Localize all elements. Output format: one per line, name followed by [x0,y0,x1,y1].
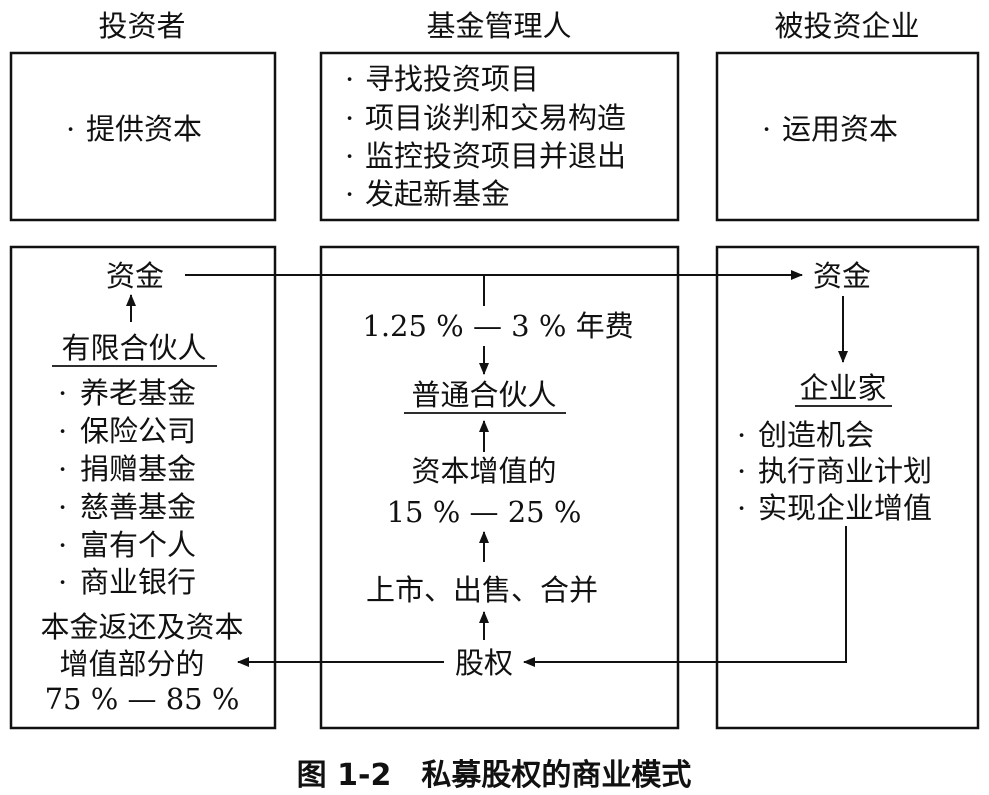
company-role-item: 运用资本 [782,112,898,146]
general-partner-title: 普通合伙人 [411,378,556,412]
company-role-box [715,51,980,222]
bullet: · [762,112,771,146]
entrepreneur-item: 创造机会 [758,418,874,452]
equity-flow-arrow [523,526,847,667]
bullet: · [345,101,354,135]
manager-flow-box [319,245,680,730]
manager-role-box [319,51,680,222]
investor-role-item: 提供资本 [86,112,202,146]
equity-label: 股权 [455,646,513,680]
bullet: · [737,491,746,525]
return-text-line: 本金返还及资本 [40,610,243,644]
return-text-line: 75 % — 85 % [45,682,240,716]
investor-flow-box [9,245,277,730]
lp-list: · 养老基金 · 保险公司 · 捐赠基金 · 慈善基金 · 富有个人 · 商业银… [58,376,196,599]
company-flow-box [715,245,980,730]
header-portfolio-company: 被投资企业 [774,9,919,43]
manager-role-item: 项目谈判和交易构造 [365,101,626,135]
carry-text-line: 15 % — 25 % [387,495,582,529]
bullet: · [58,490,67,524]
bullet: · [58,452,67,486]
bullet: · [737,454,746,488]
header-investor: 投资者 [98,9,185,43]
return-text-line: 增值部分的 [59,647,204,681]
bullet: · [345,139,354,173]
figure-caption: 图 1-2 私募股权的商业模式 [297,758,692,793]
header-fund-manager: 基金管理人 [426,9,571,43]
management-fee-label: 1.25 % — 3 % 年费 [362,309,633,343]
bullet: · [345,177,354,211]
bullet: · [58,528,67,562]
entrepreneur-item: 执行商业计划 [758,454,932,488]
company-funds-label: 资金 [813,259,871,293]
limited-partner-title: 有限合伙人 [61,331,206,365]
lp-item: 商业银行 [80,565,196,599]
manager-role-item: 发起新基金 [365,177,510,211]
bullet: · [737,418,746,452]
carry-text-line: 资本增值的 [411,454,556,488]
entrepreneur-item: 实现企业增值 [758,491,932,525]
entrepreneur-title: 企业家 [799,371,886,405]
manager-role-item: 寻找投资项目 [365,62,539,96]
lp-item: 富有个人 [80,528,196,562]
bullet: · [58,414,67,448]
exit-methods-label: 上市、出售、合并 [366,573,598,607]
lp-item: 捐赠基金 [80,452,196,486]
lp-item: 保险公司 [80,414,196,448]
bullet: · [66,112,75,146]
investor-role-box [9,51,277,222]
lp-item: 慈善基金 [80,490,196,524]
bullet: · [345,62,354,96]
investor-funds-label: 资金 [106,259,164,293]
bullet: · [58,376,67,410]
bullet: · [58,565,67,599]
lp-item: 养老基金 [80,376,196,410]
manager-role-item: 监控投资项目并退出 [365,139,626,173]
